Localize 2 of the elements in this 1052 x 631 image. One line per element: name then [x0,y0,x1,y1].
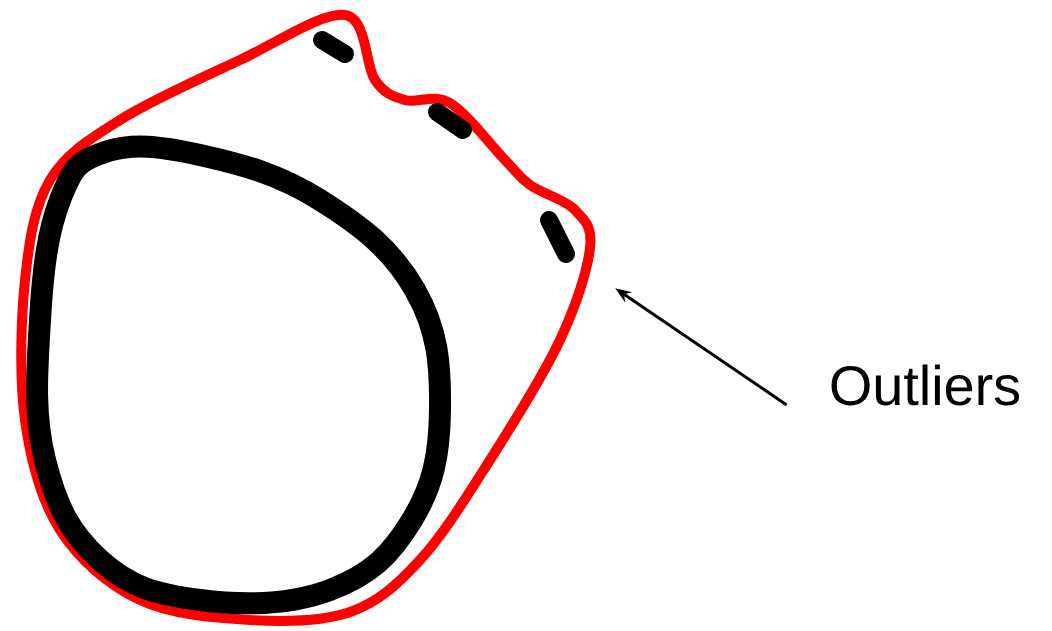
outlier-dots-drawing [313,31,575,263]
label-text: Outliers [831,364,1020,406]
